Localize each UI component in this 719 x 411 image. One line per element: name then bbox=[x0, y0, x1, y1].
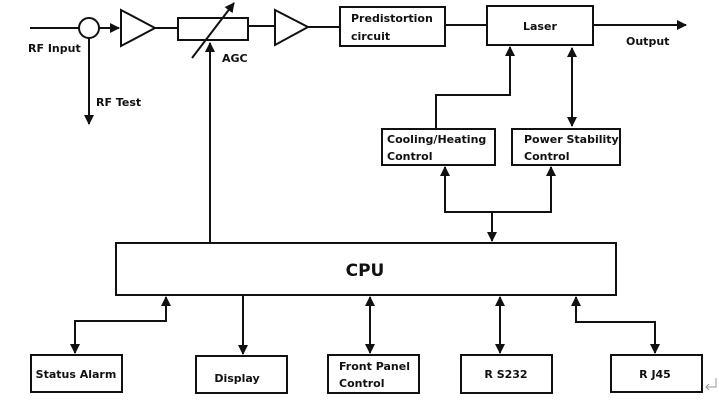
rj45-label: R J45 bbox=[639, 368, 671, 381]
amplifier-1 bbox=[120, 8, 158, 48]
amplifier-2 bbox=[274, 8, 311, 47]
splitter-circle bbox=[78, 17, 100, 39]
laser-box bbox=[486, 5, 594, 46]
power-stability-box bbox=[511, 128, 621, 166]
display-box bbox=[195, 355, 288, 394]
cpu-to-controls-bus bbox=[440, 166, 556, 213]
power-label-2: Control bbox=[524, 150, 569, 163]
front-panel-label-2: Control bbox=[339, 377, 384, 390]
rs232-label: R S232 bbox=[484, 368, 527, 381]
cpu-label: CPU bbox=[346, 261, 385, 281]
return-mark-icon bbox=[705, 378, 717, 391]
agc-label: AGC bbox=[222, 52, 248, 65]
cooling-label-1: Cooling/Heating bbox=[387, 133, 486, 146]
status-alarm-label: Status Alarm bbox=[36, 368, 117, 381]
variable-arrow bbox=[191, 2, 235, 59]
status-alarm-arrow bbox=[70, 296, 171, 354]
cpu-box bbox=[115, 242, 617, 296]
predistortion-label-2: circuit bbox=[351, 30, 390, 43]
status-alarm-box bbox=[30, 354, 123, 393]
predistortion-label-1: Predistortion bbox=[351, 12, 433, 25]
power-label-1: Power Stability bbox=[524, 133, 619, 146]
display-label: Display bbox=[214, 372, 259, 385]
cooling-to-laser-arrow bbox=[435, 46, 515, 128]
rj45-box bbox=[610, 354, 703, 393]
rf-input-label: RF Input bbox=[28, 42, 81, 55]
output-label: Output bbox=[626, 35, 669, 48]
rs232-box bbox=[460, 354, 553, 394]
cooling-heating-box bbox=[381, 128, 496, 166]
rf-test-label: RF Test bbox=[96, 96, 141, 109]
cooling-label-2: Control bbox=[387, 150, 432, 163]
front-panel-box bbox=[327, 354, 420, 394]
rj45-arrow bbox=[571, 296, 660, 354]
front-panel-label-1: Front Panel bbox=[339, 360, 410, 373]
predistortion-box bbox=[339, 6, 446, 47]
laser-label: Laser bbox=[523, 20, 557, 33]
